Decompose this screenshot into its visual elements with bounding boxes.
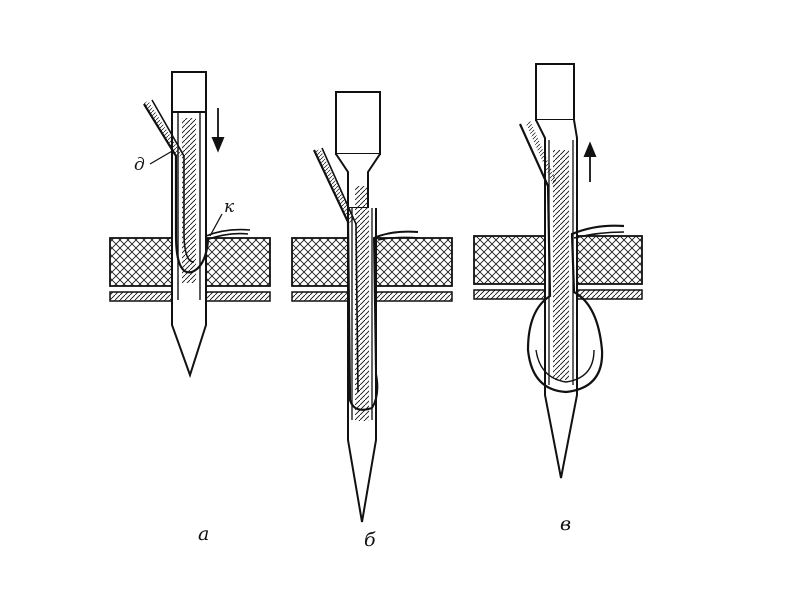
needle-b <box>335 91 381 523</box>
panel-caption-b: б <box>364 529 376 551</box>
needle-v <box>535 63 578 479</box>
needle-a <box>171 71 207 379</box>
panel-caption-a: а <box>198 523 209 545</box>
thread-b <box>313 147 421 411</box>
arrow-up-v <box>583 141 597 182</box>
panel-b <box>291 91 453 523</box>
callout-label-d: д <box>134 155 145 175</box>
thread-loop-v <box>518 120 625 394</box>
arrow-down-a <box>211 108 225 153</box>
thread-a <box>143 99 251 274</box>
panel-v <box>473 63 643 479</box>
callout-leaders-a <box>149 149 223 237</box>
panel-caption-v: в <box>560 513 571 535</box>
panel-a <box>109 71 271 379</box>
callout-label-k: к <box>224 197 235 217</box>
